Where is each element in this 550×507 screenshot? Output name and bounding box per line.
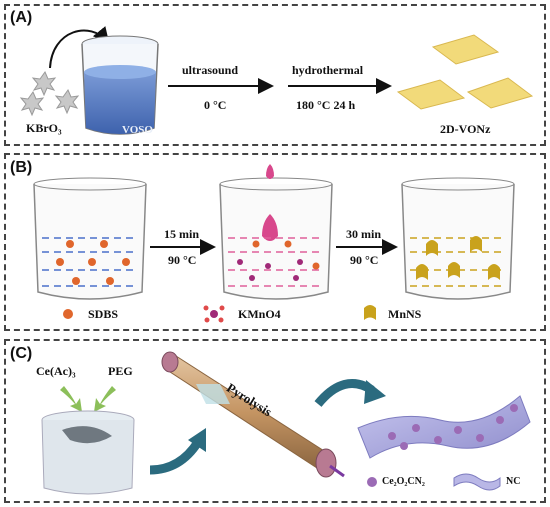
step-a1-top: ultrasound: [182, 63, 239, 77]
vonz-sheets-icon: [396, 34, 534, 110]
nc-legend-icon: [453, 473, 501, 491]
nc-sheet-icon: [357, 395, 531, 459]
legend-nc: NC: [506, 476, 521, 487]
kbro3-label: KBrO₃: [26, 121, 62, 135]
voso-beaker-icon: [81, 35, 159, 135]
kbro3-crystals-icon: [19, 70, 80, 117]
panel-c: [4, 339, 546, 503]
curved-arrow-c2-icon: [314, 379, 375, 407]
sdbs-icon: [63, 309, 73, 319]
panel-a-label: (A): [10, 9, 33, 26]
panel-a: [4, 4, 546, 146]
beaker-b3: [401, 177, 515, 300]
pyrolysis-tube-icon: [161, 351, 345, 478]
beaker-b2: [219, 164, 333, 300]
legend-kmno4: KMnO4: [238, 307, 281, 321]
step-b1-top: 15 min: [164, 227, 200, 241]
beaker-b1: [33, 177, 147, 300]
panel-b: [4, 153, 546, 331]
curved-arrow-icon: [49, 26, 110, 69]
product-label: 2D-VONz: [440, 122, 491, 136]
step-b1-bottom: 90 °C: [168, 253, 197, 267]
step-b2-top: 30 min: [346, 227, 382, 241]
peg-label: PEG: [108, 364, 133, 378]
voso-label: VOSO: [122, 124, 153, 136]
ce-ac-label: Ce(Ac)₃: [36, 364, 76, 378]
gel-container-icon: [41, 410, 135, 495]
curved-arrow-c1-icon: [149, 439, 202, 475]
kmno4-icon: [203, 305, 225, 323]
step-b2-bottom: 90 °C: [350, 253, 379, 267]
ce-particles-icon: [388, 404, 518, 450]
ce-peg-arrows-icon: [60, 386, 116, 412]
panel-c-label: (C): [10, 345, 33, 362]
panel-b-label: (B): [10, 159, 33, 176]
legend-mnns: MnNS: [388, 307, 422, 321]
step-a2-top: hydrothermal: [292, 63, 364, 77]
legend-ce2o2cn2: Ce₂O₂CN₂: [382, 476, 425, 487]
mnns-icon: [364, 305, 376, 320]
ce-particle-icon: [367, 477, 377, 487]
step-a2-bottom: 180 °C 24 h: [296, 98, 356, 112]
legend-sdbs: SDBS: [88, 307, 119, 321]
step-a1-bottom: 0 °C: [204, 98, 227, 112]
